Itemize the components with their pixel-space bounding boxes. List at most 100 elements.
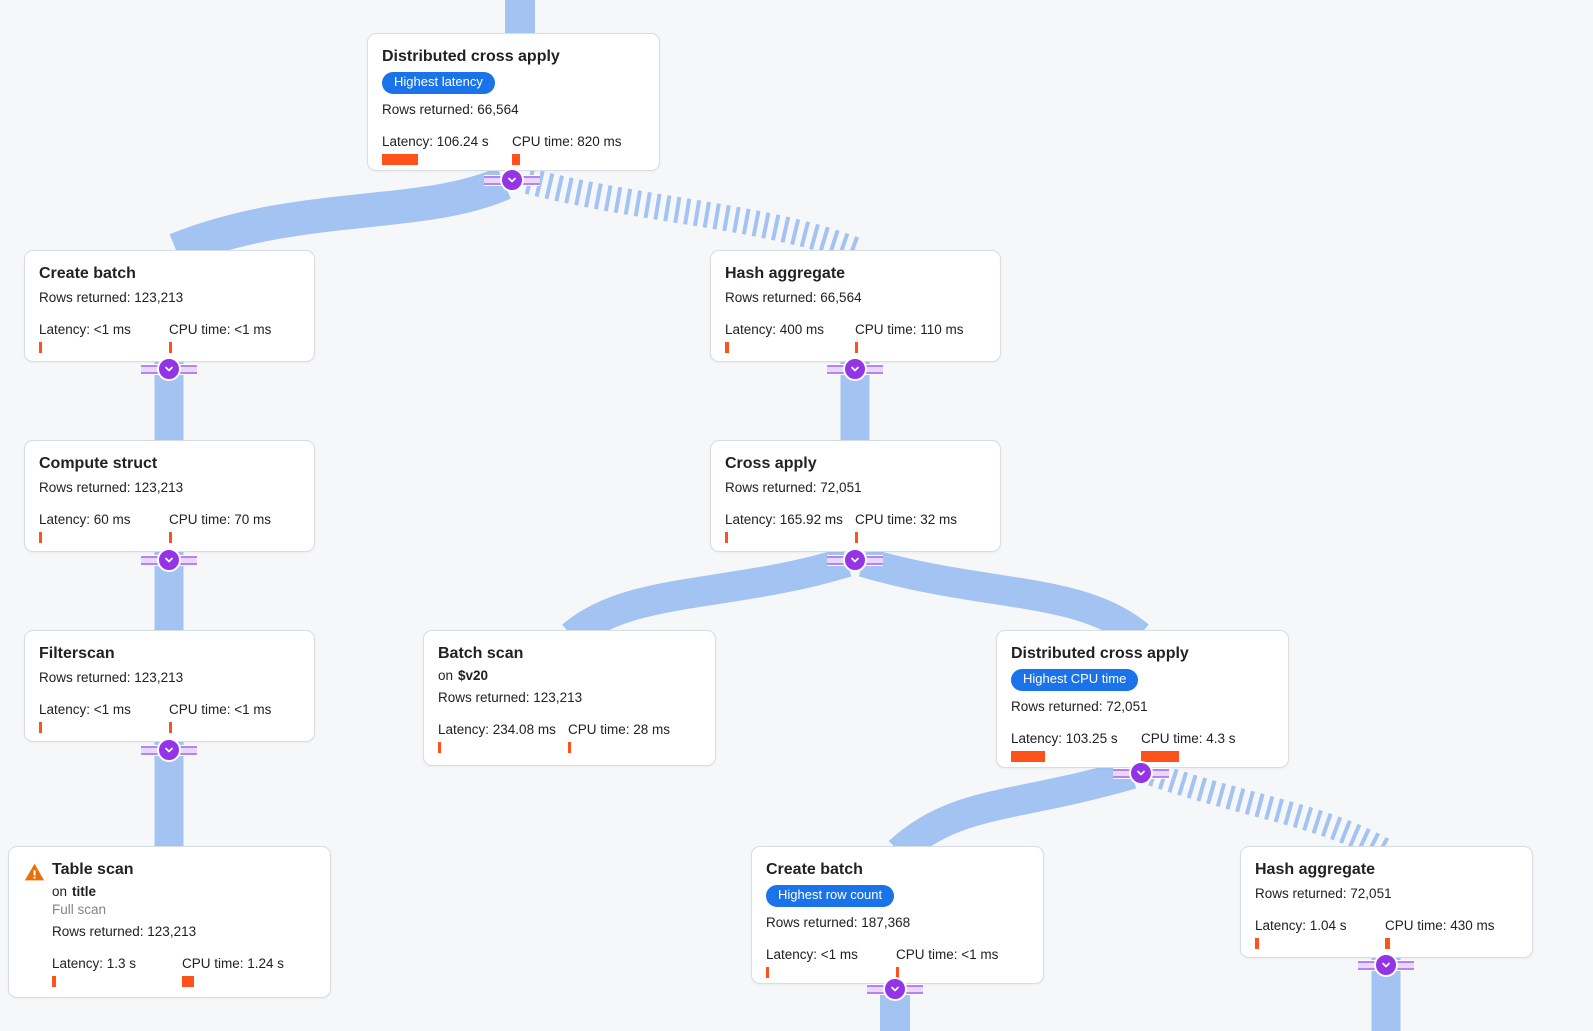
- latency-metric: Latency: 1.3 s: [52, 956, 182, 988]
- rows-returned: Rows returned: 123,213: [39, 480, 184, 496]
- cpu-bar: [855, 342, 858, 354]
- rows-returned: Rows returned: 66,564: [725, 290, 862, 306]
- cpu-bar: [855, 532, 858, 544]
- latency-metric: Latency: 60 ms: [39, 512, 169, 544]
- node-title: Filterscan: [39, 645, 115, 662]
- chevron-down-icon[interactable]: [1129, 761, 1153, 785]
- plan-node-create-batch-2[interactable]: Create batch Highest row count Rows retu…: [751, 846, 1044, 984]
- chevron-down-icon[interactable]: [157, 548, 181, 572]
- edge-connector: [141, 738, 197, 762]
- warning-icon: [24, 862, 45, 883]
- latency-bar: [39, 342, 42, 354]
- plan-node-hash-aggregate[interactable]: Hash aggregate Rows returned: 66,564 Lat…: [710, 250, 1001, 362]
- chevron-down-icon[interactable]: [883, 977, 907, 1001]
- node-title: Hash aggregate: [725, 265, 846, 282]
- edge-connector: [1358, 953, 1414, 977]
- cpu-bar: [1385, 938, 1390, 950]
- latency-bar: [725, 342, 729, 354]
- flow-edge-dca2-hashagg2-remote: [1148, 762, 1394, 863]
- cpu-bar: [1141, 751, 1179, 763]
- cpu-bar: [182, 976, 194, 988]
- cpu-metric: CPU time: <1 ms: [169, 702, 300, 734]
- plan-node-filterscan[interactable]: Filterscan Rows returned: 123,213 Latenc…: [24, 630, 315, 742]
- scan-target: on$v20: [438, 668, 489, 684]
- edge-connector: [867, 977, 923, 1001]
- flow-edge-dca1-createbatch: [169, 167, 511, 266]
- rows-returned: Rows returned: 66,564: [382, 102, 519, 118]
- flow-edge-dca1-hashagg-remote: [524, 168, 865, 265]
- node-title: Batch scan: [438, 645, 524, 662]
- rows-returned: Rows returned: 123,213: [39, 670, 184, 686]
- rows-returned: Rows returned: 123,213: [52, 924, 197, 940]
- latency-metric: Latency: 1.04 s: [1255, 918, 1385, 950]
- flow-edge-crossapply-batchscan: [562, 547, 852, 648]
- latency-bar: [382, 154, 418, 166]
- latency-metric: Latency: <1 ms: [39, 322, 169, 354]
- plan-node-distributed-cross-apply-root[interactable]: Distributed cross apply Highest latency …: [367, 33, 660, 171]
- rows-returned: Rows returned: 187,368: [766, 915, 911, 931]
- cpu-metric: CPU time: <1 ms: [169, 322, 300, 354]
- cpu-metric: CPU time: <1 ms: [896, 947, 1029, 979]
- cpu-bar: [512, 154, 520, 166]
- rows-returned: Rows returned: 72,051: [725, 480, 862, 496]
- latency-bar: [1255, 938, 1259, 950]
- edge-connector: [827, 357, 883, 381]
- cpu-bar: [169, 532, 172, 544]
- highest-row-count-badge: Highest row count: [766, 885, 895, 908]
- plan-node-batch-scan[interactable]: Batch scan on$v20 Rows returned: 123,213…: [423, 630, 716, 766]
- highest-latency-badge: Highest latency: [382, 72, 495, 95]
- latency-bar: [1011, 751, 1045, 763]
- chevron-down-icon[interactable]: [843, 357, 867, 381]
- latency-metric: Latency: 103.25 s: [1011, 731, 1141, 763]
- plan-node-distributed-cross-apply-2[interactable]: Distributed cross apply Highest CPU time…: [996, 630, 1289, 768]
- rows-returned: Rows returned: 123,213: [39, 290, 184, 306]
- cpu-metric: CPU time: 70 ms: [169, 512, 300, 544]
- node-title: Compute struct: [39, 455, 158, 472]
- latency-bar: [438, 742, 441, 754]
- scan-type: Full scan: [52, 902, 107, 918]
- rows-returned: Rows returned: 72,051: [1011, 699, 1148, 715]
- plan-node-create-batch[interactable]: Create batch Rows returned: 123,213 Late…: [24, 250, 315, 362]
- node-title: Cross apply: [725, 455, 817, 472]
- node-title: Distributed cross apply: [1011, 645, 1189, 662]
- latency-bar: [39, 532, 42, 544]
- latency-metric: Latency: 106.24 s: [382, 134, 512, 166]
- plan-node-cross-apply[interactable]: Cross apply Rows returned: 72,051 Latenc…: [710, 440, 1001, 552]
- cpu-bar: [896, 967, 899, 979]
- edge-connector: [827, 548, 883, 572]
- latency-metric: Latency: 165.92 ms: [725, 512, 855, 544]
- flow-edge-dca2-createbatch2: [888, 759, 1137, 864]
- edge-connector: [141, 548, 197, 572]
- edge-connector: [141, 357, 197, 381]
- latency-metric: Latency: <1 ms: [766, 947, 896, 979]
- latency-metric: Latency: <1 ms: [39, 702, 169, 734]
- chevron-down-icon[interactable]: [843, 548, 867, 572]
- chevron-down-icon[interactable]: [500, 168, 524, 192]
- node-title: Distributed cross apply: [382, 48, 560, 65]
- latency-metric: Latency: 400 ms: [725, 322, 855, 354]
- latency-bar: [725, 532, 728, 544]
- cpu-metric: CPU time: 28 ms: [568, 722, 701, 754]
- node-title: Hash aggregate: [1255, 861, 1376, 878]
- plan-node-compute-struct[interactable]: Compute struct Rows returned: 123,213 La…: [24, 440, 315, 552]
- edge-connector: [484, 168, 540, 192]
- cpu-metric: CPU time: 1.24 s: [182, 956, 316, 988]
- latency-bar: [39, 722, 42, 734]
- node-title: Create batch: [766, 861, 863, 878]
- cpu-metric: CPU time: 110 ms: [855, 322, 986, 354]
- chevron-down-icon[interactable]: [157, 738, 181, 762]
- node-title: Create batch: [39, 265, 136, 282]
- cpu-metric: CPU time: 32 ms: [855, 512, 986, 544]
- chevron-down-icon[interactable]: [157, 357, 181, 381]
- highest-cpu-time-badge: Highest CPU time: [1011, 669, 1139, 692]
- rows-returned: Rows returned: 123,213: [438, 690, 583, 706]
- chevron-down-icon[interactable]: [1374, 953, 1398, 977]
- edge-connector: [1113, 761, 1169, 785]
- cpu-metric: CPU time: 430 ms: [1385, 918, 1518, 950]
- latency-metric: Latency: 234.08 ms: [438, 722, 568, 754]
- plan-node-hash-aggregate-2[interactable]: Hash aggregate Rows returned: 72,051 Lat…: [1240, 846, 1533, 958]
